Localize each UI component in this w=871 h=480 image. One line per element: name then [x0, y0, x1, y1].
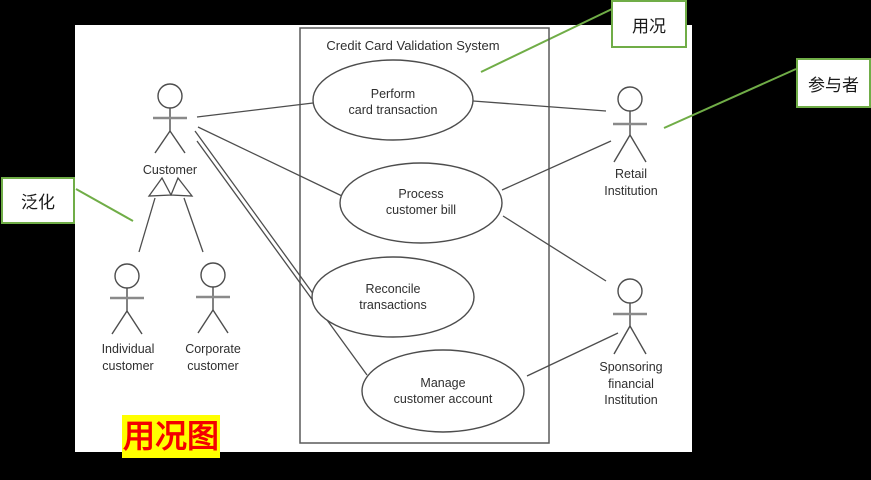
use-case-reconcile-transactions — [311, 256, 475, 338]
actor-label-corporate-customer: Corporate customer — [185, 342, 241, 373]
use-case-label: customer bill — [386, 203, 456, 217]
actor-label-retail-institution: Retail Institution — [604, 167, 658, 198]
actor-icon-customer — [153, 83, 187, 154]
actor-label-sponsoring-financial-institution: Sponsoring financial Institution — [599, 360, 662, 407]
actor-label-individual-customer: Individual customer — [102, 342, 155, 373]
assoc-process-retail — [501, 140, 612, 191]
svg-text:customer: customer — [102, 359, 153, 373]
use-case-label: Process — [398, 187, 443, 201]
use-case-label: Reconcile — [366, 282, 421, 296]
svg-text:Corporate: Corporate — [185, 342, 241, 356]
use-case-label: Perform — [371, 87, 415, 101]
svg-text:Sponsoring: Sponsoring — [599, 360, 662, 374]
pointer-line-actor — [663, 68, 797, 129]
actor-label-customer: Customer — [143, 163, 197, 177]
use-case-perform-card-transaction — [312, 59, 474, 141]
callout-generalization-label: 泛化 — [21, 193, 55, 212]
actor-icon-sponsoring-financial-institution — [613, 278, 647, 355]
use-case-label: transactions — [359, 298, 426, 312]
callout-generalization: 泛化 — [1, 177, 75, 224]
assoc-customer-process — [197, 126, 343, 197]
assoc-customer-manage — [196, 140, 368, 376]
svg-text:financial: financial — [608, 377, 654, 391]
svg-text:Individual: Individual — [102, 342, 155, 356]
use-case-label: customer account — [394, 392, 493, 406]
use-case-label: Manage — [420, 376, 465, 390]
svg-text:Institution: Institution — [604, 393, 658, 407]
pointer-line-generalization — [75, 188, 134, 222]
actor-icon-individual-customer — [110, 263, 144, 335]
assoc-perform-retail — [472, 100, 607, 112]
callout-use-case-label: 用况 — [632, 16, 666, 36]
actor-icon-retail-institution — [613, 86, 647, 163]
generalization-arrowhead-individual — [147, 176, 173, 197]
use-case-manage-customer-account — [361, 349, 525, 433]
association-lines — [194, 100, 619, 377]
assoc-manage-sponsoring — [526, 332, 619, 377]
generalization-relations — [138, 176, 204, 253]
actor-icon-corporate-customer — [196, 262, 230, 334]
assoc-customer-perform — [196, 102, 314, 118]
callout-use-case: 用况 — [611, 0, 687, 48]
pointer-line-use-case — [480, 8, 613, 73]
generalization-line-corporate — [183, 197, 204, 253]
assoc-customer-reconcile — [194, 130, 315, 296]
generalization-arrowhead-corporate — [170, 176, 194, 197]
callout-actor: 参与者 — [796, 58, 871, 108]
assoc-process-sponsoring — [502, 215, 607, 282]
annotation-pointer-lines — [75, 8, 797, 222]
svg-text:customer: customer — [187, 359, 238, 373]
use-case-labels: Perform card transaction Process custome… — [349, 87, 493, 406]
svg-text:Retail: Retail — [615, 167, 647, 181]
callout-actor-label: 参与者 — [808, 75, 859, 95]
use-case-ellipses — [311, 59, 525, 433]
caption-use-case-diagram: 用况图 — [122, 415, 220, 458]
system-boundary — [299, 27, 550, 444]
generalization-line-individual — [138, 197, 156, 253]
system-title: Credit Card Validation System — [326, 38, 499, 53]
use-case-label: card transaction — [349, 103, 438, 117]
svg-text:Institution: Institution — [604, 184, 658, 198]
use-case-process-customer-bill — [339, 162, 503, 244]
